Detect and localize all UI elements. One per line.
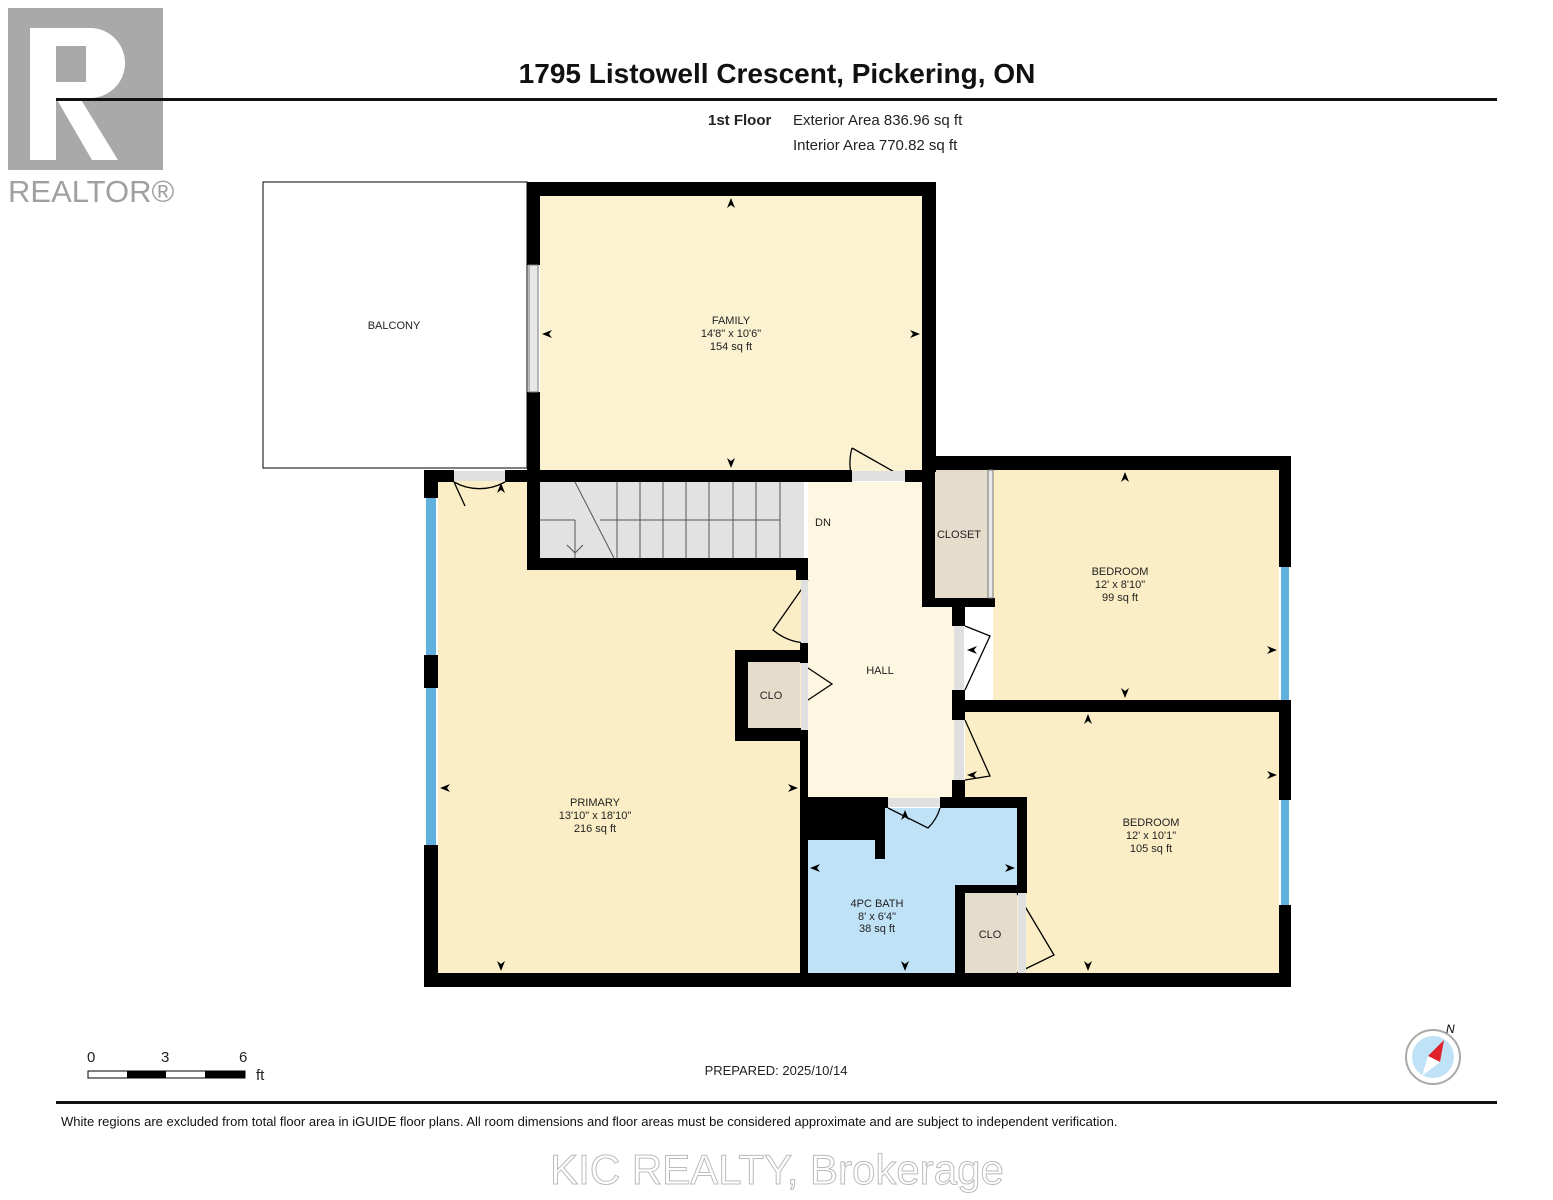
bedroom2-area: 105 sq ft	[1130, 843, 1172, 855]
compass-icon: N	[1405, 1022, 1461, 1085]
bedroom1-label: BEDROOM	[1092, 566, 1149, 578]
interior-area: Interior Area 770.82 sq ft	[793, 137, 958, 154]
walls	[424, 182, 1291, 987]
room-clo-bedroom	[965, 893, 1017, 974]
compass-north-label: N	[1446, 1022, 1455, 1036]
room-family	[540, 196, 922, 472]
balcony-label: BALCONY	[368, 320, 421, 332]
room-clo-primary	[748, 662, 800, 728]
bath-area: 38 sq ft	[859, 923, 895, 935]
disclaimer: White regions are excluded from total fl…	[61, 1114, 1117, 1129]
floor-label: 1st Floor	[708, 112, 772, 129]
realtor-logo: REALTOR®	[8, 8, 175, 209]
room-bedroom-1	[993, 470, 1279, 701]
scale-tick-0: 0	[87, 1049, 95, 1066]
windows	[426, 264, 1289, 905]
stairs-dn-label: DN	[815, 517, 831, 529]
page-title: 1795 Listowell Crescent, Pickering, ON	[519, 58, 1036, 89]
bath-label: 4PC BATH	[851, 898, 904, 910]
hall-label: HALL	[866, 665, 894, 677]
dimension-arrows	[440, 198, 1277, 971]
scale-unit: ft	[256, 1067, 265, 1084]
room-balcony	[262, 181, 528, 469]
bath-dims: 8' x 6'4"	[858, 911, 896, 923]
primary-label: PRIMARY	[570, 797, 621, 809]
primary-area: 216 sq ft	[574, 823, 616, 835]
door-openings	[454, 471, 1026, 973]
stair-treads	[540, 481, 781, 559]
bedroom1-dims: 12' x 8'10"	[1095, 579, 1145, 591]
logo-text: REALTOR®	[8, 174, 175, 209]
closet-label: CLOSET	[937, 529, 981, 541]
family-label: FAMILY	[712, 315, 751, 327]
clo-bedroom-label: CLO	[979, 929, 1002, 941]
bedroom2-label: BEDROOM	[1123, 817, 1180, 829]
doors	[453, 447, 1055, 974]
bedroom2-dims: 12' x 10'1"	[1126, 830, 1176, 842]
primary-dims: 13'10" x 18'10"	[559, 810, 632, 822]
scale-tick-6: 6	[239, 1049, 247, 1066]
scale-tick-3: 3	[161, 1049, 169, 1066]
family-area: 154 sq ft	[710, 341, 752, 353]
header-divider	[56, 98, 1497, 101]
watermark: KIC REALTY, Brokerage	[550, 1146, 1004, 1193]
bedroom1-area: 99 sq ft	[1102, 592, 1138, 604]
scale-bar: 0 3 6 ft	[87, 1049, 265, 1084]
exterior-area: Exterior Area 836.96 sq ft	[793, 112, 963, 129]
footer-divider	[56, 1101, 1497, 1104]
clo-primary-label: CLO	[760, 690, 783, 702]
prepared-date: PREPARED: 2025/10/14	[705, 1063, 848, 1078]
family-dims: 14'8" x 10'6"	[701, 328, 761, 340]
room-closet	[935, 470, 991, 598]
